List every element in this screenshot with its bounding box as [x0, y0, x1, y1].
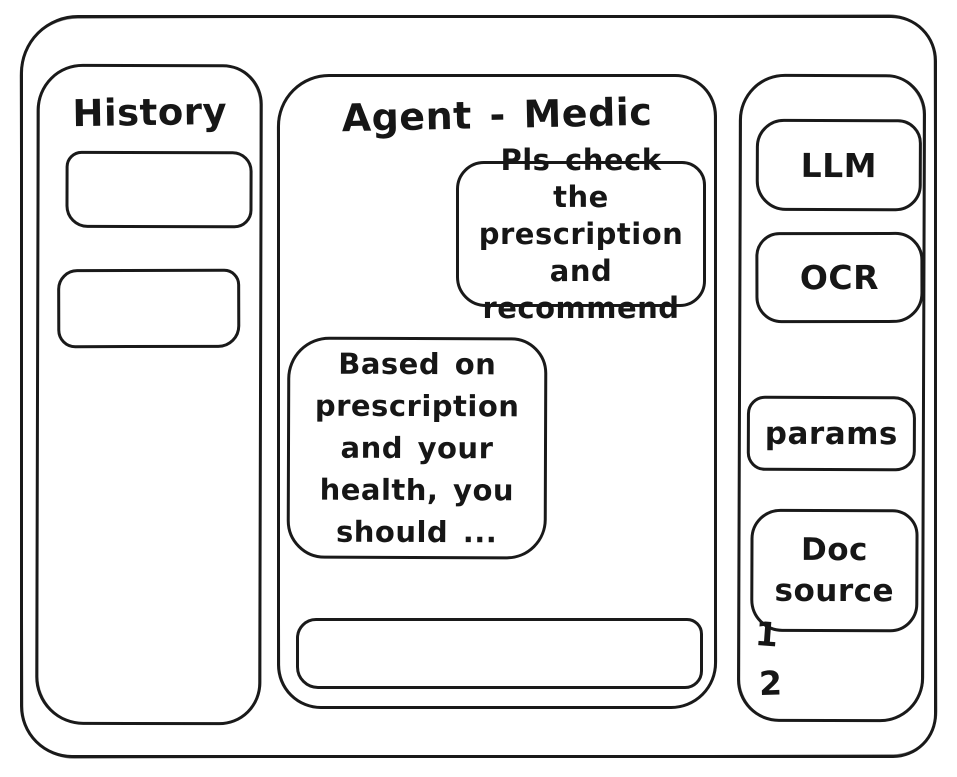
tools-panel: LLM OCR params Doc source 1 2	[736, 73, 927, 723]
chat-title: Agent - Medic	[341, 89, 653, 141]
history-title: History	[72, 89, 228, 136]
chat-input[interactable]	[296, 618, 703, 689]
agent-message-bubble: Based on prescription and your health, y…	[286, 336, 548, 560]
ocr-button[interactable]: OCR	[755, 231, 924, 324]
params-button[interactable]: params	[746, 395, 917, 472]
history-item[interactable]	[65, 150, 253, 229]
llm-button[interactable]: LLM	[755, 118, 922, 212]
doc-source-item-2[interactable]: 2	[758, 663, 784, 704]
doc-source-button[interactable]: Doc source	[750, 508, 919, 633]
history-item[interactable]	[57, 268, 241, 349]
chat-panel: Agent - Medic Pls check the prescription…	[277, 74, 717, 709]
doc-source-item-1[interactable]: 1	[753, 613, 781, 655]
user-message-bubble: Pls check the prescription and recommend	[456, 143, 706, 325]
history-panel: History	[35, 63, 263, 726]
